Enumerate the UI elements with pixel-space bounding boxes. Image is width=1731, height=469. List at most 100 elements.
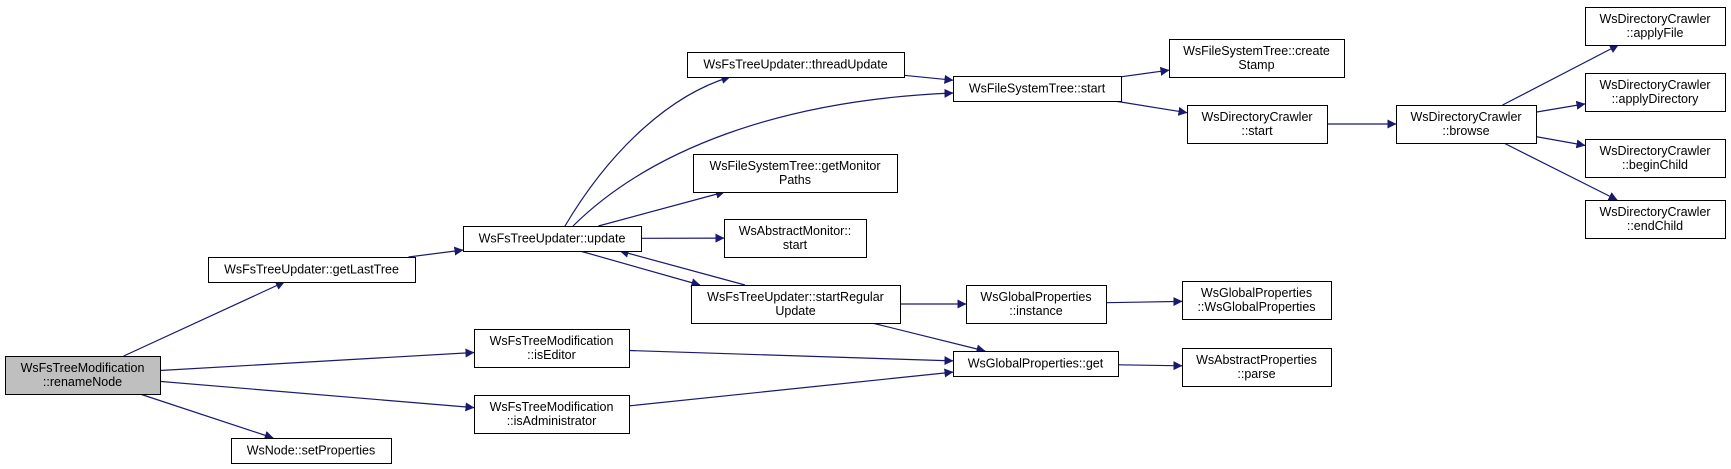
edge-startRegularUpdate-to-gpGet [871,322,986,354]
node-label: WsDirectoryCrawler [1599,144,1710,158]
node-label: WsAbstractMonitor:: [739,224,852,238]
node-box[interactable] [1585,73,1726,112]
node-box[interactable] [208,257,416,283]
node-label: ::parse [1237,367,1275,381]
node-setProperties[interactable]: WsNode::setProperties [231,438,392,464]
node-label: WsDirectoryCrawler [1599,12,1710,26]
node-gpInstance[interactable]: WsGlobalProperties::instance [966,285,1107,324]
node-label: ::renameNode [43,375,122,389]
node-dcStart[interactable]: WsDirectoryCrawler::start [1187,105,1328,144]
edge-threadUpdate-to-fstStart [903,74,954,84]
node-label: WsFsTreeUpdater::threadUpdate [703,58,887,72]
node-label: Paths [779,173,811,187]
node-label: WsFsTreeModification [490,400,614,414]
node-box[interactable] [1585,200,1726,239]
node-applyDirectory[interactable]: WsDirectoryCrawler::applyDirectory [1585,73,1726,112]
node-label: ::applyFile [1627,26,1684,40]
edge-gpGet-to-parse [1117,361,1183,371]
edge-update-to-threadUpdate [564,75,731,227]
node-label: WsFsTreeModification [490,334,614,348]
edge-gpInstance-to-gpCtor [1105,297,1183,307]
edge-update-to-getMonitorPaths [598,189,725,227]
node-box[interactable] [231,438,392,464]
node-label: WsFileSystemTree::create [1183,44,1330,58]
node-update[interactable]: WsFsTreeUpdater::update [463,226,642,252]
node-label: WsGlobalProperties [980,290,1091,304]
node-label: start [783,238,808,252]
node-gpCtor[interactable]: WsGlobalProperties::WsGlobalProperties [1182,281,1332,320]
node-box[interactable] [463,226,642,252]
node-endChild[interactable]: WsDirectoryCrawler::endChild [1585,200,1726,239]
node-label: WsFsTreeModification [21,361,145,375]
edge-root-to-isAdministrator [159,380,475,412]
node-box[interactable] [693,154,898,193]
edge-root-to-setProperties [139,393,274,440]
node-box[interactable] [691,285,901,324]
node-label: ::browse [1442,124,1489,138]
node-box[interactable] [953,76,1122,102]
node-getLastTree[interactable]: WsFsTreeUpdater::getLastTree [208,257,416,283]
node-applyFile[interactable]: WsDirectoryCrawler::applyFile [1585,7,1726,46]
node-label: WsDirectoryCrawler [1410,110,1521,124]
node-isEditor[interactable]: WsFsTreeModification::isEditor [474,329,630,368]
node-box[interactable] [953,351,1119,377]
node-box[interactable] [687,52,905,78]
node-box[interactable] [1585,139,1726,178]
node-box[interactable] [966,285,1107,324]
node-isAdministrator[interactable]: WsFsTreeModification::isAdministrator [474,395,630,434]
node-label: ::isAdministrator [507,414,597,428]
node-label: WsNode::setProperties [247,444,376,458]
node-label: WsGlobalProperties [1201,286,1312,300]
node-box[interactable] [1187,105,1328,144]
node-label: Update [775,304,815,318]
edge-update-to-fstStart [572,88,954,227]
nodes-layer: WsFsTreeModification::renameNodeWsFsTree… [5,7,1726,464]
edge-fstStart-to-dcStart [1114,100,1188,116]
node-parse[interactable]: WsAbstractProperties::parse [1182,348,1332,387]
edge-browse-to-beginChild [1535,136,1586,149]
node-box[interactable] [474,329,630,368]
node-label: WsFsTreeUpdater::getLastTree [224,263,399,277]
node-label: ::applyDirectory [1612,92,1700,106]
edge-isEditor-to-gpGet [628,349,954,366]
node-label: WsFsTreeUpdater::startRegular [707,290,884,304]
node-box[interactable] [1396,105,1537,144]
node-label: WsDirectoryCrawler [1201,110,1312,124]
node-label: ::endChild [1627,219,1683,233]
node-gpGet[interactable]: WsGlobalProperties::get [953,351,1119,377]
node-beginChild[interactable]: WsDirectoryCrawler::beginChild [1585,139,1726,178]
edge-browse-to-applyDirectory [1535,100,1586,113]
node-box[interactable] [1182,348,1332,387]
edge-startRegularUpdate-to-update [619,248,746,286]
node-monitorStart[interactable]: WsAbstractMonitor::start [724,219,867,258]
node-box[interactable] [1182,281,1332,320]
edge-isAdministrator-to-gpGet [628,368,954,407]
node-label: ::instance [1009,304,1063,318]
node-label: WsDirectoryCrawler [1599,205,1710,219]
node-root[interactable]: WsFsTreeModification::renameNode [5,356,161,395]
node-box[interactable] [1169,39,1345,78]
node-label: WsFileSystemTree::start [969,82,1106,96]
edge-root-to-getLastTree [123,281,285,357]
node-box[interactable] [1585,7,1726,46]
edge-getLastTree-to-update [408,246,464,258]
node-label: ::start [1241,124,1273,138]
node-box[interactable] [5,356,161,395]
node-threadUpdate[interactable]: WsFsTreeUpdater::threadUpdate [687,52,905,78]
node-label: WsAbstractProperties [1196,353,1317,367]
node-label: WsDirectoryCrawler [1599,78,1710,92]
node-label: WsGlobalProperties::get [968,357,1104,371]
node-label: WsFsTreeUpdater::update [479,232,626,246]
node-label: WsFileSystemTree::getMonitor [709,159,880,173]
node-box[interactable] [724,219,867,258]
node-browse[interactable]: WsDirectoryCrawler::browse [1396,105,1537,144]
edge-browse-to-endChild [1503,142,1618,201]
node-fstStart[interactable]: WsFileSystemTree::start [953,76,1122,102]
node-label: Stamp [1238,58,1274,72]
node-label: ::WsGlobalProperties [1197,300,1315,314]
node-box[interactable] [474,395,630,434]
